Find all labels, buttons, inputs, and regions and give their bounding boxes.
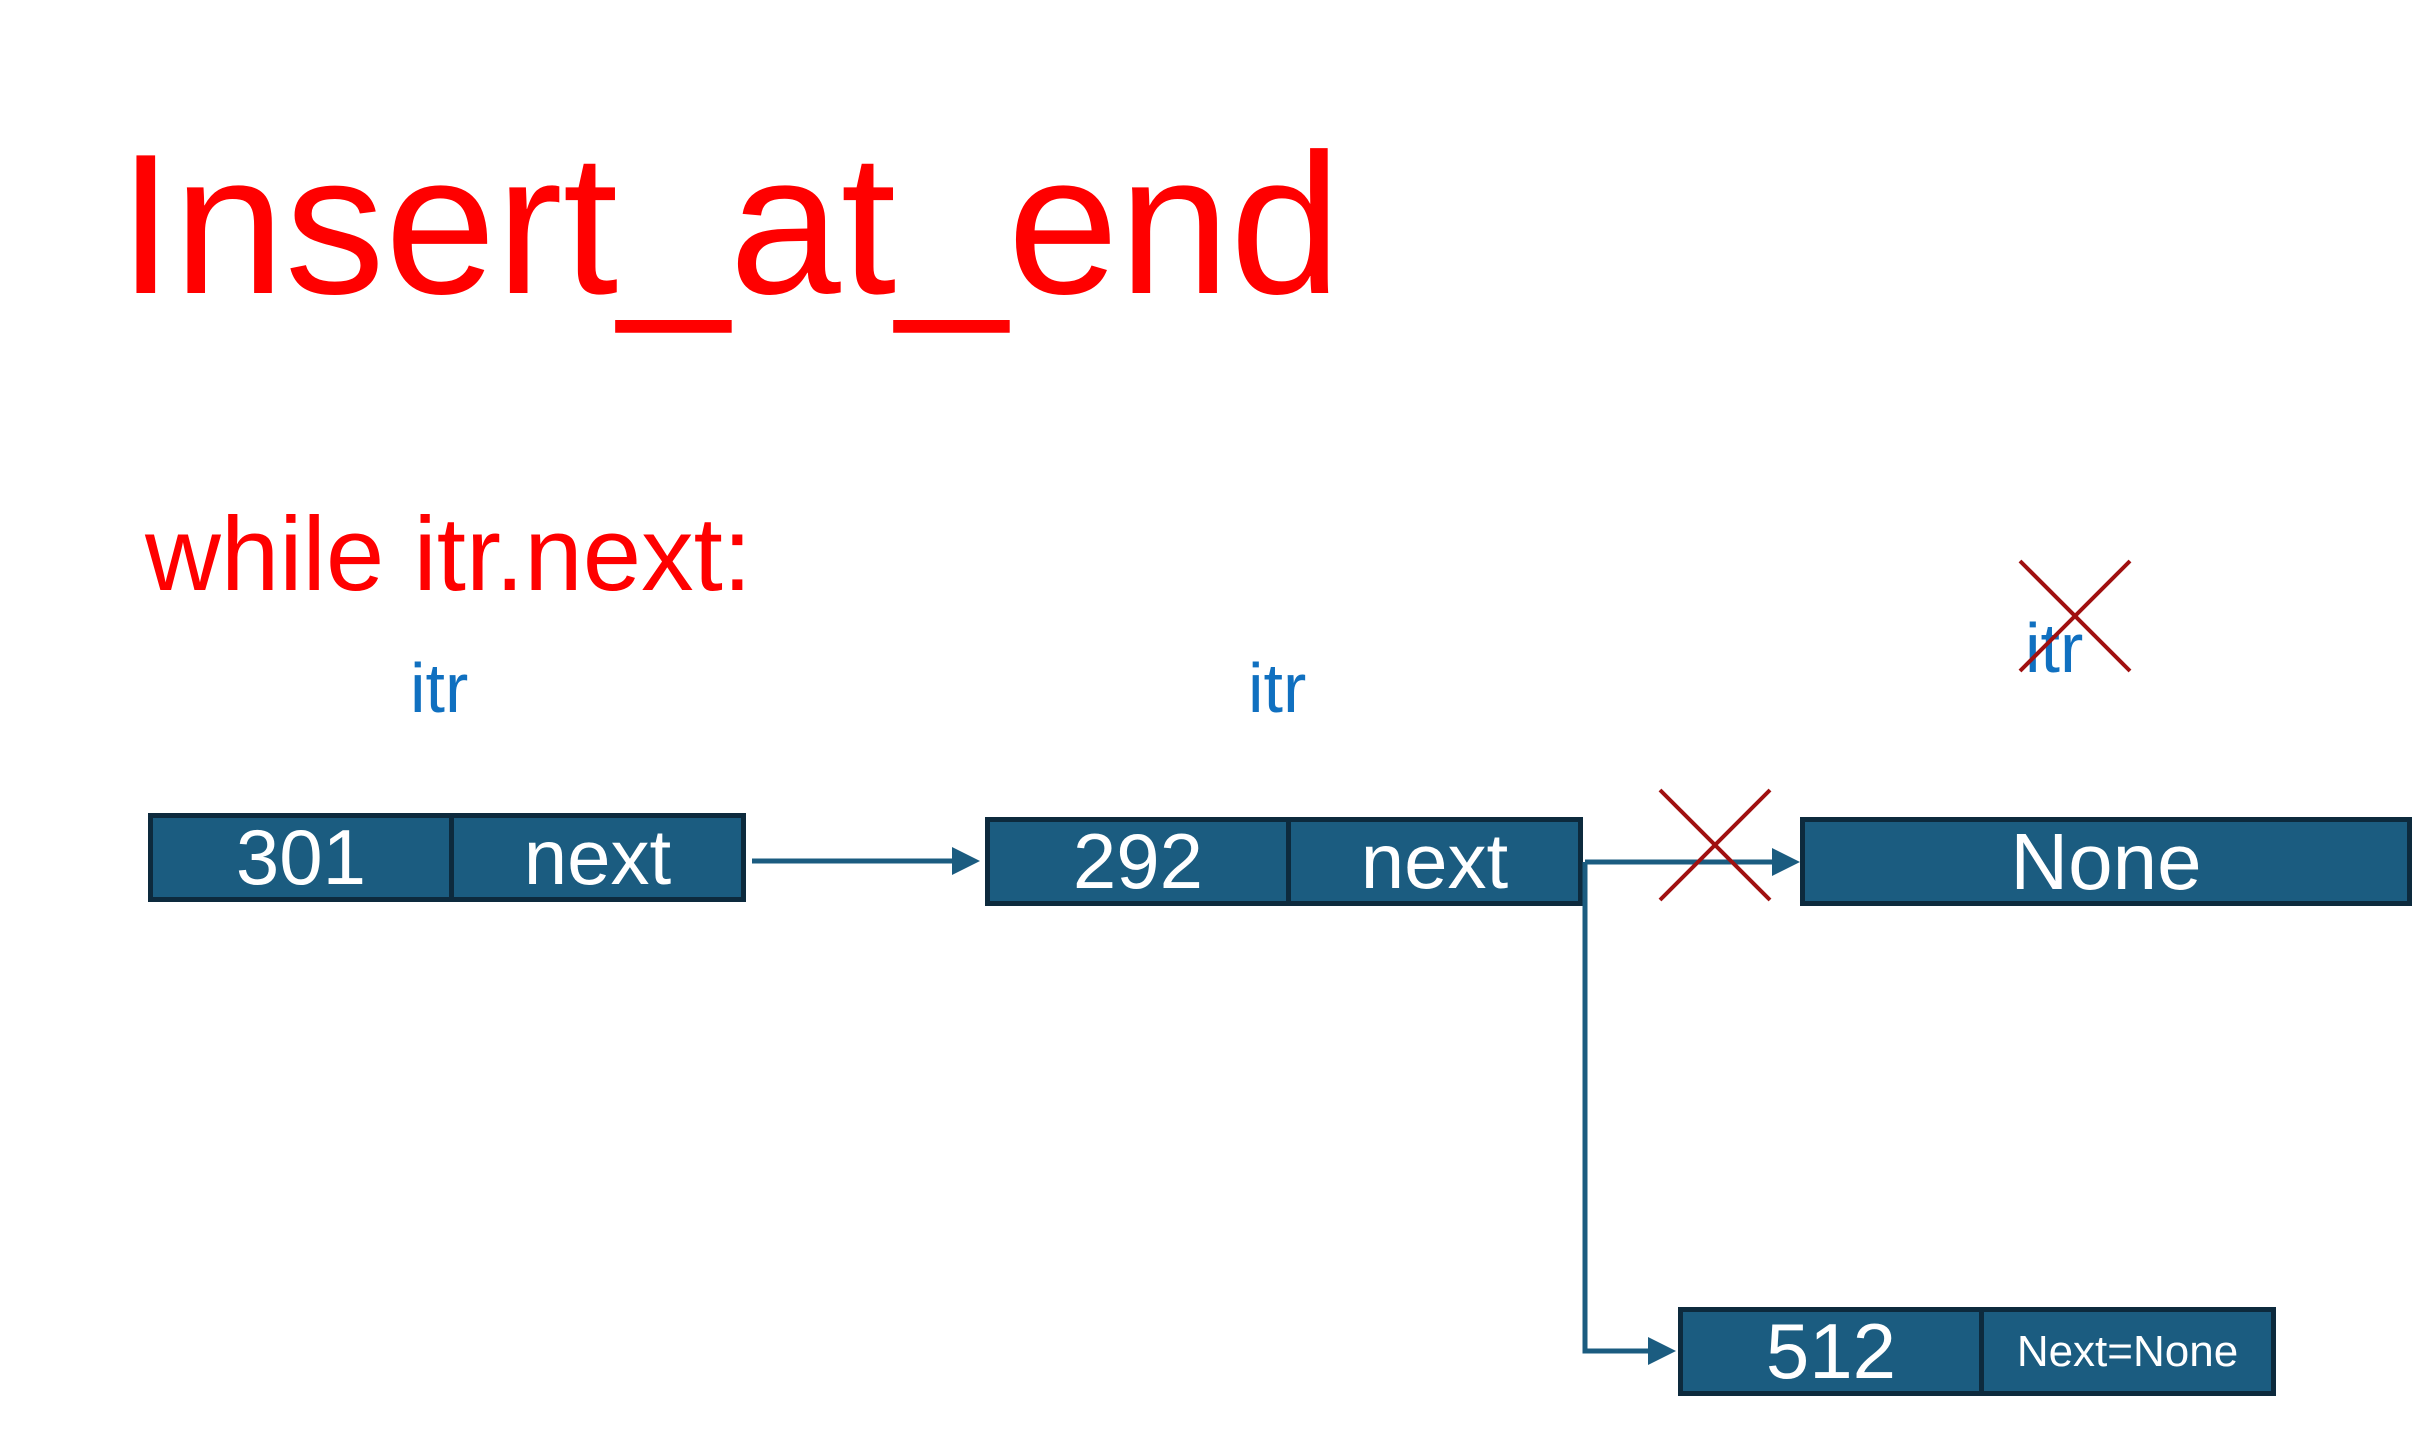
- code-line: while itr.next:: [145, 496, 752, 613]
- arrow-292-to-512: [1582, 862, 1676, 1365]
- node-value-cell: 512: [1683, 1307, 1979, 1395]
- node-next-cell: next: [1286, 817, 1578, 905]
- cross-mark-link: [1658, 788, 1772, 902]
- arrow-292-to-none: [1585, 848, 1800, 876]
- node-next-cell: Next=None: [1979, 1312, 2271, 1391]
- node-value-cell: 292: [990, 817, 1286, 905]
- arrow-301-to-292: [752, 847, 980, 875]
- node-301: 301 next: [148, 813, 746, 902]
- node-292: 292 next: [985, 817, 1583, 906]
- node-512: 512 Next=None: [1678, 1307, 2276, 1396]
- node-none: None: [1800, 817, 2412, 906]
- itr-label-1: itr: [410, 649, 469, 727]
- itr-label-2: itr: [1248, 649, 1307, 727]
- node-value-cell: 301: [153, 813, 449, 901]
- itr-label-3: itr: [2025, 609, 2084, 687]
- node-next-cell: next: [449, 813, 741, 901]
- page-title: Insert_at_end: [118, 113, 1342, 336]
- node-value-cell: None: [1805, 817, 2407, 906]
- cross-mark-itr: [2018, 559, 2132, 673]
